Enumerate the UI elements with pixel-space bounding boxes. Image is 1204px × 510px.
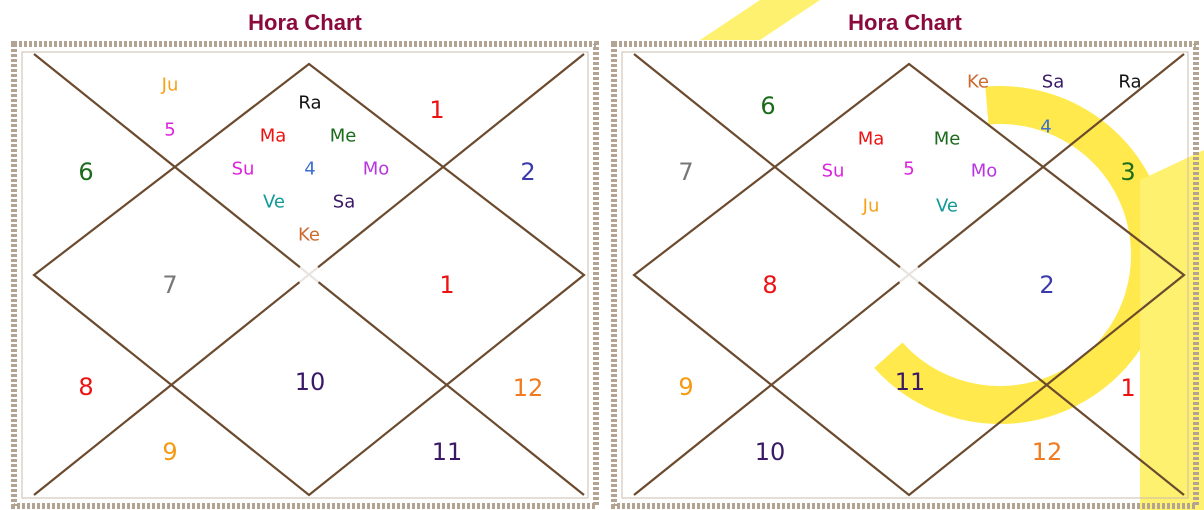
house-number: 5 — [164, 120, 175, 141]
planet-label: Ve — [936, 196, 958, 217]
house-number: 5 — [903, 159, 914, 180]
chart-title: Hora Chart — [10, 10, 600, 36]
house-number: 12 — [513, 374, 544, 402]
planet-label: Ve — [263, 192, 285, 213]
planet-label: Mo — [363, 159, 390, 180]
house-number: 12 — [1032, 438, 1063, 466]
hora-chart-left: Hora Chart 1 2 6 7 1 8 10 12 9 11 5 4 Ju… — [10, 0, 600, 510]
planet-label: Me — [330, 126, 357, 147]
house-number: 7 — [162, 271, 177, 299]
house-number: 4 — [304, 159, 315, 180]
house-number: 11 — [895, 368, 926, 396]
house-number: 1 — [1120, 374, 1135, 402]
planet-label: Ma — [858, 129, 885, 150]
planet-label: Sa — [333, 192, 355, 213]
planet-label: Ke — [967, 72, 989, 93]
planet-label: Ra — [1118, 72, 1141, 93]
house-number: 7 — [678, 158, 693, 186]
house-number: 9 — [678, 373, 693, 401]
house-number: 6 — [78, 158, 93, 186]
planet-label: Mo — [971, 161, 998, 182]
house-number: 10 — [295, 368, 326, 396]
planet-label: Sa — [1042, 72, 1064, 93]
planet-label: Ju — [162, 75, 179, 96]
house-number: 10 — [755, 438, 786, 466]
house-number: 9 — [162, 438, 177, 466]
chart-lines — [610, 40, 1200, 510]
planet-label: Su — [232, 159, 255, 180]
house-number: 11 — [432, 438, 463, 466]
house-number: 1 — [429, 96, 444, 124]
chart-box: 6 7 3 8 2 9 11 1 10 12 4 5 Ke Sa Ra Ma M… — [610, 40, 1200, 510]
planet-label: Su — [822, 161, 845, 182]
house-number: 2 — [1039, 271, 1054, 299]
chart-box: 1 2 6 7 1 8 10 12 9 11 5 4 Ju Ra Ma Me S… — [10, 40, 600, 510]
chart-title: Hora Chart — [610, 10, 1200, 36]
planet-label: Ra — [298, 93, 321, 114]
house-number: 2 — [520, 158, 535, 186]
planet-label: Ju — [863, 196, 880, 217]
house-number: 1 — [439, 271, 454, 299]
planet-label: Ke — [298, 225, 320, 246]
planet-label: Me — [934, 129, 961, 150]
house-number: 4 — [1040, 117, 1051, 138]
house-number: 3 — [1120, 158, 1135, 186]
house-number: 6 — [760, 92, 775, 120]
planet-label: Ma — [260, 126, 287, 147]
house-number: 8 — [762, 271, 777, 299]
house-number: 8 — [78, 373, 93, 401]
hora-chart-right: Hora Chart 6 7 3 8 2 9 11 1 10 12 4 5 Ke… — [610, 0, 1200, 510]
